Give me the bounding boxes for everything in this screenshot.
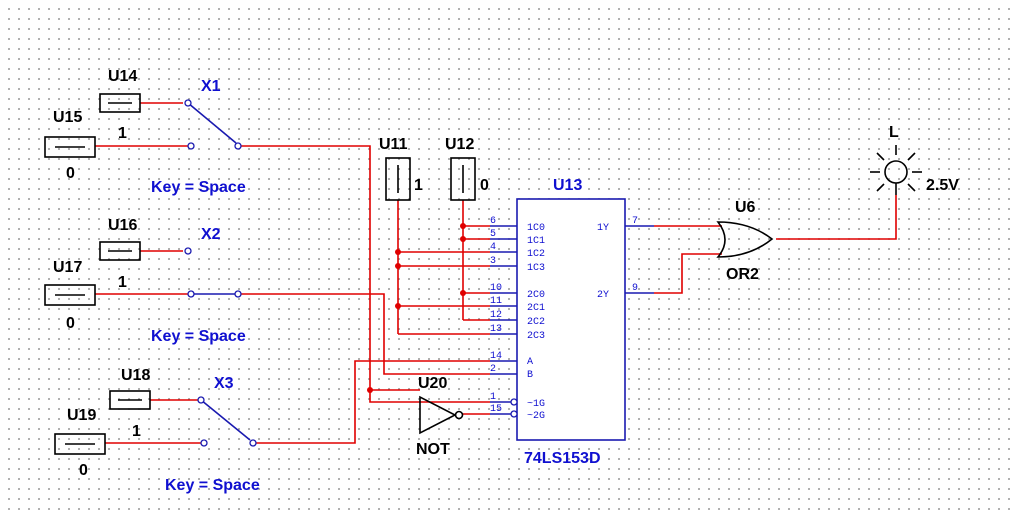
not-gate-u20[interactable]: U20 NOT [416,375,464,458]
pin-name: ~2G [527,411,545,422]
u6-ref: U6 [735,199,756,216]
pin-num: 9 [632,283,638,294]
pin-name: ~1G [527,399,545,410]
wire-x1-to-1g [369,390,490,403]
source-u14[interactable]: U14 1 [99,68,141,142]
x3-ref: X3 [214,375,234,392]
u14-value: 1 [118,125,127,142]
pin-name: 2C3 [527,331,545,342]
lamp-ref: L [889,124,899,141]
wire-x1-to-not [240,145,420,391]
wire-x2-to-b [240,293,490,375]
u19-ref: U19 [67,407,96,424]
junction-dot [395,303,401,309]
u16-value: 1 [118,274,127,291]
u18-ref: U18 [121,367,150,384]
mux-u13[interactable]: U13 74LS153D 6 5 4 3 10 11 12 13 14 2 1 … [490,177,654,467]
switch-x1[interactable]: X1 Key = Space [151,78,246,196]
pin-name: 1Y [597,223,609,234]
junction-dot [460,290,466,296]
u12-value: 0 [480,177,489,194]
pin-name: A [527,357,533,368]
switch-x3[interactable]: X3 Key = Space [165,375,260,494]
pin-name: 1C2 [527,249,545,260]
pin-num: 7 [632,216,638,227]
pin-num: 15 [490,404,502,415]
junction-dot [460,236,466,242]
pin-name: 2C0 [527,290,545,301]
pin-name: 2Y [597,290,609,301]
source-u19[interactable]: U19 0 [54,407,106,479]
x3-key-label: Key = Space [165,477,260,494]
switch-x2[interactable]: X2 Key = Space [151,226,246,345]
wire-u12-branches [463,225,490,321]
pin-name: B [527,370,533,381]
u11-value: 1 [414,177,423,194]
source-u18[interactable]: U18 1 [109,367,151,440]
source-u11[interactable]: U11 1 [379,136,423,201]
mux-pin-stubs [490,225,654,415]
u18-value: 1 [132,423,141,440]
wire-2y-to-or [654,253,722,294]
u13-part: 74LS153D [524,450,601,467]
u20-ref: U20 [418,375,447,392]
u16-ref: U16 [108,217,137,234]
junction-dot [367,387,373,393]
lamp-bulb [884,160,908,184]
pin-name: 1C1 [527,236,545,247]
pin-num: 12 [490,310,502,321]
pin-num: 14 [490,351,502,362]
u20-part: NOT [416,441,450,458]
not-bubble [454,410,464,420]
lamp-value: 2.5V [926,177,959,194]
junction-dots [367,223,466,393]
pin-num: 2 [490,364,496,375]
wire-u11-branches [398,251,490,335]
wire-or-to-lamp [776,195,897,240]
x1-key-label: Key = Space [151,179,246,196]
or-gate-u6[interactable]: U6 OR2 [716,199,774,283]
pin-num: 1 [490,392,496,403]
pin-num: 5 [490,229,496,240]
u14-ref: U14 [108,68,137,85]
source-u17[interactable]: U17 0 [44,259,96,332]
x2-key-label: Key = Space [151,328,246,345]
u17-value: 0 [66,315,75,332]
lamp-l[interactable]: L 2.5V [870,124,959,195]
junction-dot [460,223,466,229]
pin-num: 4 [490,242,496,253]
source-u12[interactable]: U12 0 [445,136,489,201]
u6-part: OR2 [726,266,759,283]
source-u15[interactable]: U15 0 [44,109,96,182]
pin-num: 10 [490,283,502,294]
pin-name: 1C3 [527,263,545,274]
lamp-rays-icon [870,145,922,192]
pin-num: 6 [490,216,496,227]
or-gate-body [716,221,774,258]
pin-num: 3 [490,256,496,267]
u15-ref: U15 [53,109,82,126]
source-u16[interactable]: U16 1 [99,217,141,291]
u17-ref: U17 [53,259,82,276]
x2-ref: X2 [201,226,221,243]
u19-value: 0 [79,462,88,479]
pin-name: 2C1 [527,303,545,314]
x1-ref: X1 [201,78,221,95]
pin-num: 13 [490,324,502,335]
u12-ref: U12 [445,136,474,153]
not-gate-body [419,395,457,435]
u13-ref: U13 [553,177,582,194]
junction-dot [395,249,401,255]
pin-name: 2C2 [527,317,545,328]
pin-num: 11 [490,296,502,307]
junction-dot [395,263,401,269]
u11-ref: U11 [379,136,408,153]
pin-name: 1C0 [527,223,545,234]
u15-value: 0 [66,165,75,182]
wire-x3-to-a [255,360,490,444]
